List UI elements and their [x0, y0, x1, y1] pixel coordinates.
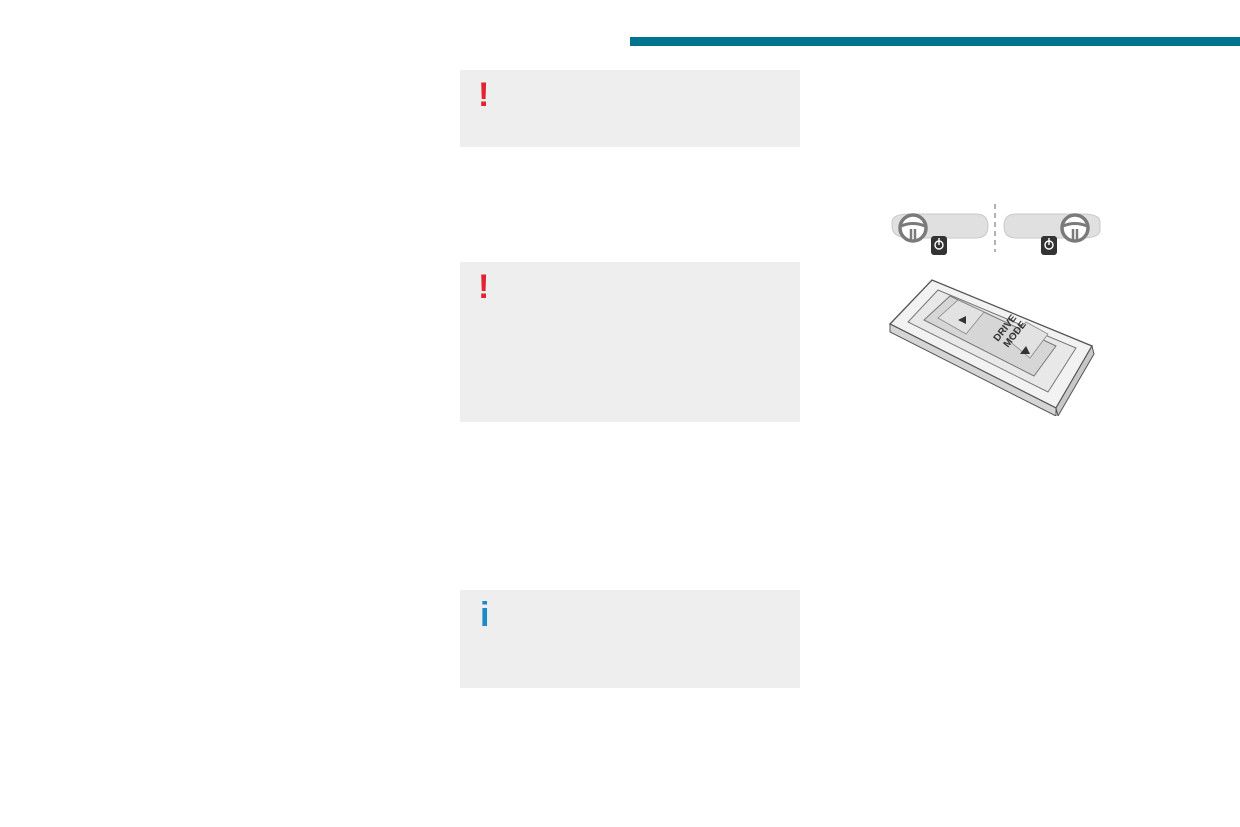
info-note: i [460, 590, 800, 688]
left-hand-drive-dashboard-icon [891, 213, 989, 255]
exclamation-icon: ! [478, 268, 490, 306]
arrow-right-icon [1020, 346, 1030, 354]
drive-mode-switch: DRIVE MODE [888, 279, 1095, 416]
exclamation-icon: ! [478, 76, 490, 114]
right-hand-drive-dashboard-icon [1003, 213, 1101, 255]
drive-mode-selector-illustration: DRIVE MODE [888, 204, 1101, 416]
warning-note-1: ! [460, 70, 800, 147]
section-header-bar [630, 37, 1240, 46]
info-icon: i [480, 596, 490, 634]
arrow-left-icon [958, 316, 966, 324]
warning-note-2: ! [460, 262, 800, 422]
